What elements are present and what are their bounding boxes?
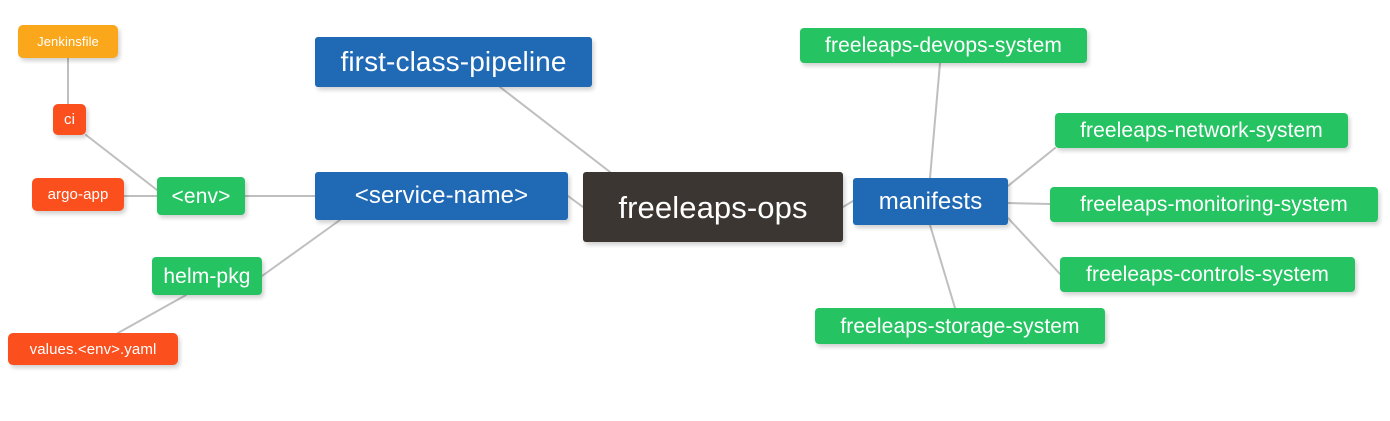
mindmap-node-argoapp[interactable]: argo-app <box>32 178 124 211</box>
mindmap-node-label: freeleaps-network-system <box>1080 119 1323 142</box>
mindmap-node-label: first-class-pipeline <box>340 46 567 77</box>
mindmap-node-ci[interactable]: ci <box>53 104 86 135</box>
mindmap-node-label: helm-pkg <box>163 264 251 288</box>
mindmap-node-monitoring[interactable]: freeleaps-monitoring-system <box>1050 187 1378 222</box>
mindmap-node-label: <env> <box>171 184 231 208</box>
mindmap-node-label: argo-app <box>47 186 109 203</box>
mindmap-node-label: values.<env>.yaml <box>29 340 157 358</box>
edge-manifests-network <box>1007 147 1056 187</box>
edge-root-manifests <box>842 200 854 208</box>
mindmap-node-label: freeleaps-monitoring-system <box>1080 193 1348 216</box>
mindmap-node-root[interactable]: freeleaps-ops <box>583 172 843 242</box>
mindmap-node-label: <service-name> <box>354 182 529 209</box>
mindmap-node-helm[interactable]: helm-pkg <box>152 257 262 295</box>
edge-manifests-controls <box>1007 217 1061 275</box>
mindmap-node-label: freeleaps-controls-system <box>1086 263 1329 286</box>
mindmap-node-label: ci <box>63 111 76 128</box>
edge-root-service <box>567 195 584 208</box>
mindmap-node-label: manifests <box>878 187 983 215</box>
mindmap-node-jenkinsfile[interactable]: Jenkinsfile <box>18 25 118 58</box>
mindmap-node-valuesyaml[interactable]: values.<env>.yaml <box>8 333 178 365</box>
edge-env-ci <box>85 134 158 191</box>
mindmap-node-devops[interactable]: freeleaps-devops-system <box>800 28 1087 63</box>
edge-helm-valuesyaml <box>117 294 187 334</box>
mindmap-node-label: freeleaps-storage-system <box>840 314 1080 338</box>
mindmap-node-env[interactable]: <env> <box>157 177 245 215</box>
edge-manifests-monitoring <box>1007 202 1051 205</box>
mindmap-node-controls[interactable]: freeleaps-controls-system <box>1060 257 1355 292</box>
mindmap-node-label: freeleaps-ops <box>618 189 808 225</box>
mindmap-node-storage[interactable]: freeleaps-storage-system <box>815 308 1105 344</box>
edge-manifests-storage <box>929 224 956 309</box>
edge-service-helm <box>261 219 341 277</box>
edge-manifests-devops <box>929 62 941 179</box>
mindmap-node-manifests[interactable]: manifests <box>853 178 1008 225</box>
mindmap-node-pipeline[interactable]: first-class-pipeline <box>315 37 592 87</box>
mindmap-node-service[interactable]: <service-name> <box>315 172 568 220</box>
edge-root-pipeline <box>499 86 611 173</box>
mindmap-node-label: freeleaps-devops-system <box>825 34 1062 57</box>
mindmap-node-label: Jenkinsfile <box>37 34 99 49</box>
mindmap-node-network[interactable]: freeleaps-network-system <box>1055 113 1348 148</box>
